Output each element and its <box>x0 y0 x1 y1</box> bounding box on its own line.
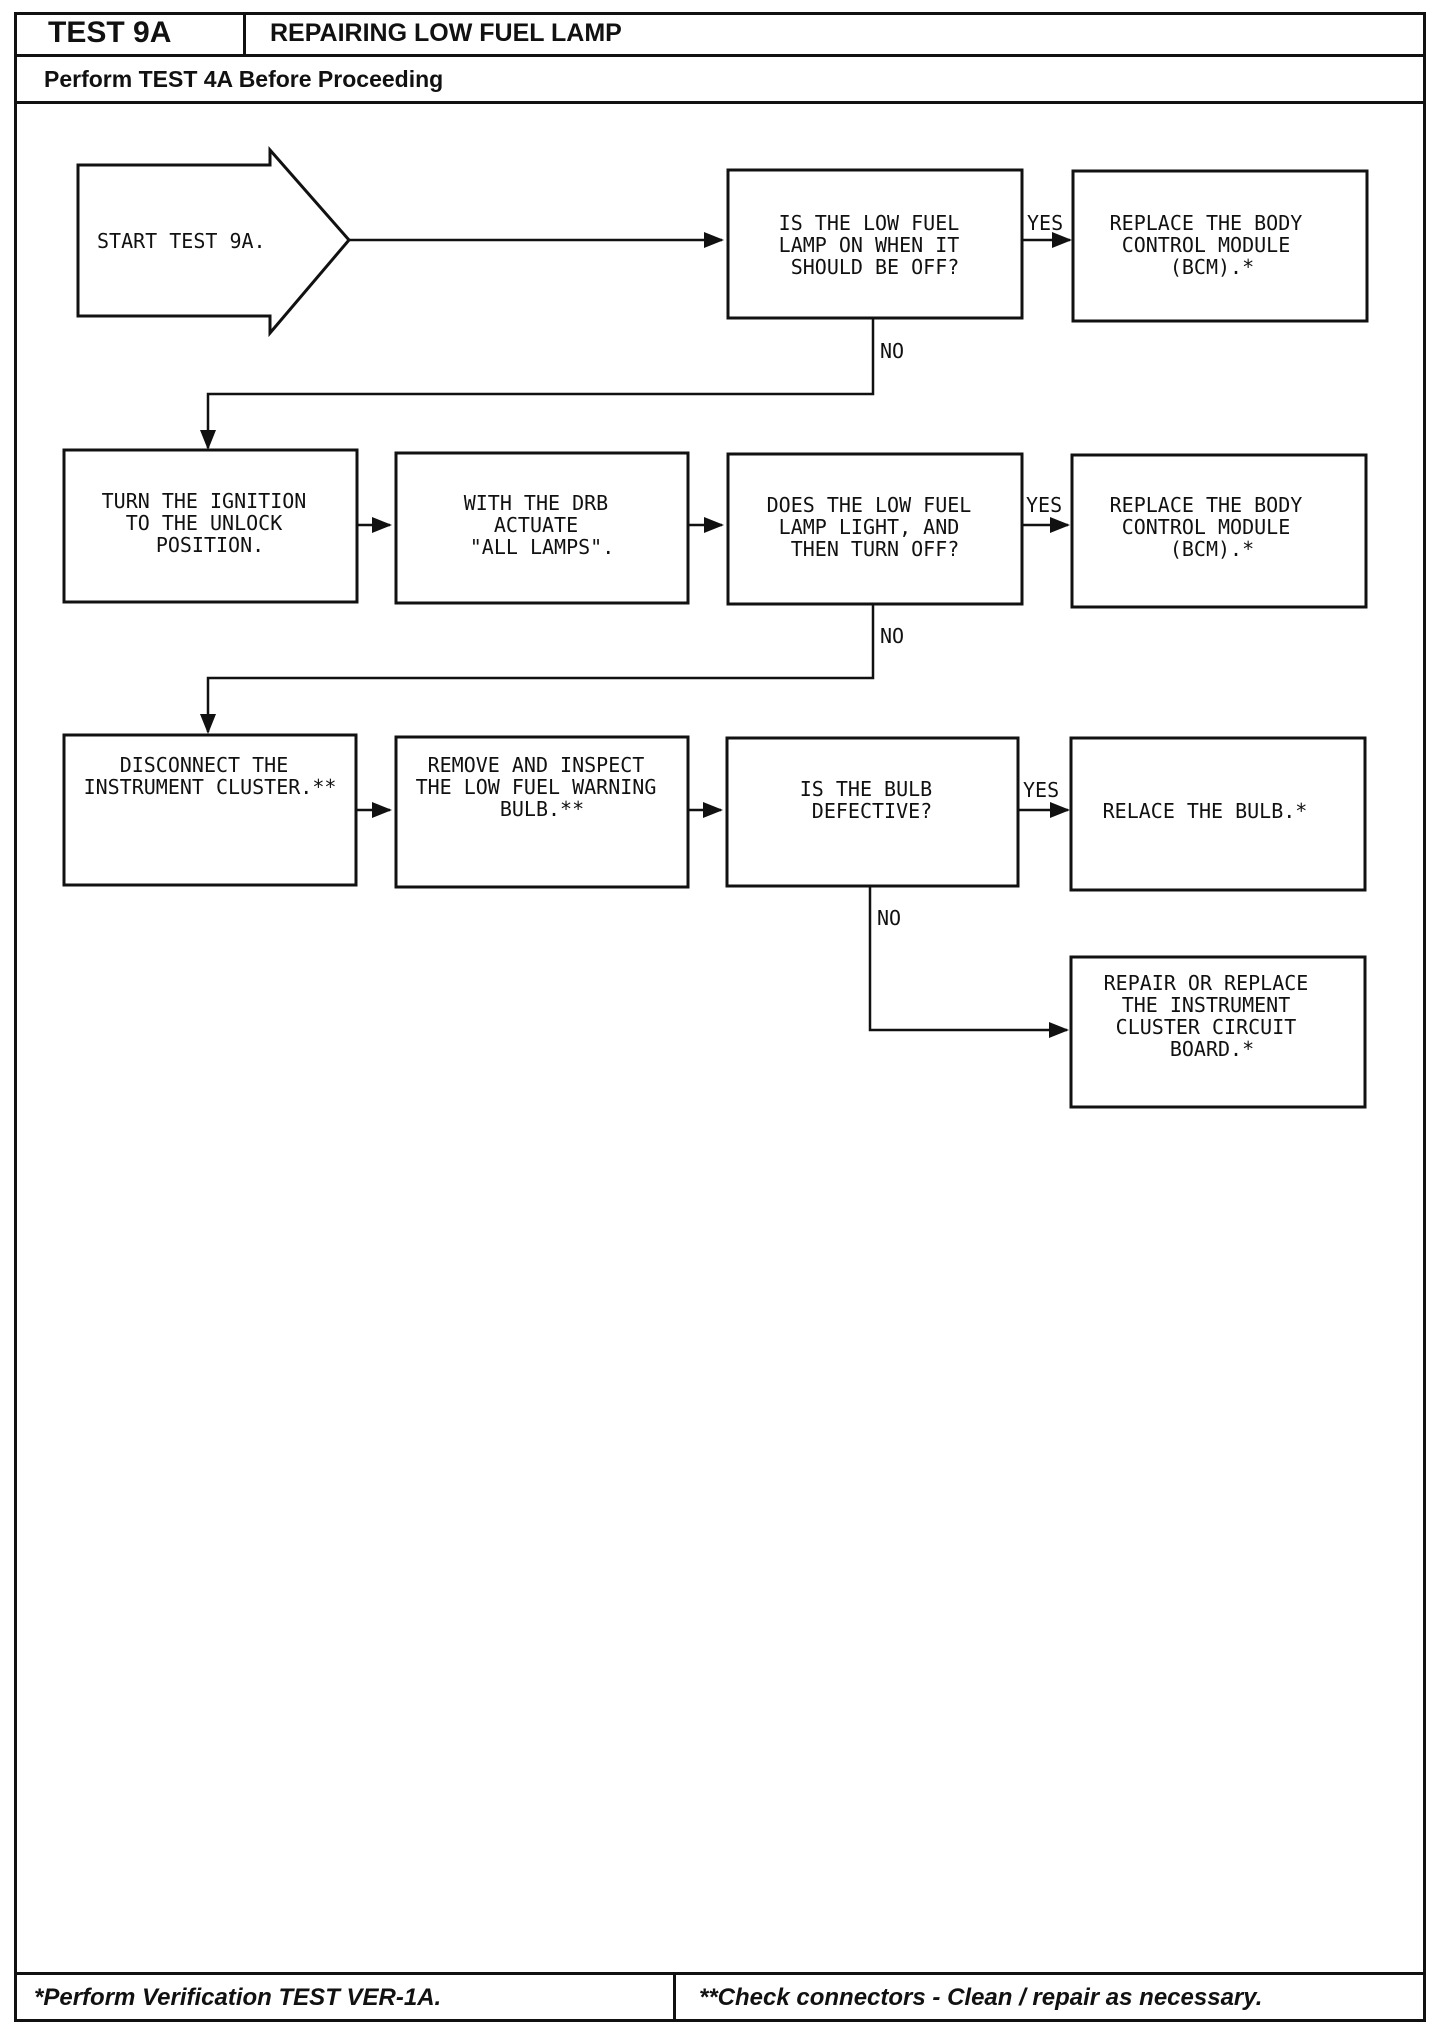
r2-box <box>1070 453 1368 609</box>
footer-verification-note: *Perform Verification TEST VER-1A. <box>34 1984 442 2011</box>
s3-box <box>62 733 358 887</box>
footer-divider <box>673 1975 676 2022</box>
start-arrow-shape <box>76 146 351 338</box>
r4-box <box>1069 955 1367 1109</box>
arrow-q1-no <box>200 318 875 450</box>
page-title: REPAIRING LOW FUEL LAMP <box>246 12 1426 57</box>
r3-text: RELACE THE BULB.* <box>1103 799 1308 823</box>
q1-yes-label: YES <box>1027 211 1063 235</box>
q3-yes-label: YES <box>1023 778 1059 802</box>
r2-text: REPLACE THE BODY CONTROL MODULE (BCM).* <box>1110 493 1315 561</box>
q3-no-label: NO <box>877 906 901 930</box>
footer: *Perform Verification TEST VER-1A. **Che… <box>14 1972 1426 2022</box>
arrow-q3-no <box>868 886 1069 1038</box>
q2-box <box>726 452 1024 606</box>
q3-box <box>725 736 1020 888</box>
page-frame <box>14 12 1426 2022</box>
prerequisite-note: Perform TEST 4A Before Proceeding <box>14 57 1426 104</box>
r1-text: REPLACE THE BODY CONTROL MODULE (BCM).* <box>1110 211 1315 279</box>
footer-connector-note: **Check connectors - Clean / repair as n… <box>699 1984 1263 2011</box>
q2-no-label: NO <box>880 624 904 648</box>
q1-no-label: NO <box>880 339 904 363</box>
s3-text: DISCONNECT THE INSTRUMENT CLUSTER.** <box>84 753 337 799</box>
q3-text: IS THE BULB DEFECTIVE? <box>800 777 945 823</box>
s1-box <box>62 448 359 604</box>
q1-box <box>726 168 1024 320</box>
r3-box <box>1069 736 1367 892</box>
s1-text: TURN THE IGNITION TO THE UNLOCK POSITION… <box>102 489 319 557</box>
s4-box <box>394 735 690 889</box>
test-id: TEST 9A <box>14 12 246 57</box>
s2-text: WITH THE DRB ACTUATE "ALL LAMPS". <box>464 491 621 559</box>
arrow-q2-no <box>200 603 875 734</box>
s4-text: REMOVE AND INSPECT THE LOW FUEL WARNING … <box>416 753 669 821</box>
q2-yes-label: YES <box>1026 493 1062 517</box>
r4-text: REPAIR OR REPLACE THE INSTRUMENT CLUSTER… <box>1104 971 1321 1061</box>
start-label: START TEST 9A. <box>97 229 266 253</box>
q1-text: IS THE LOW FUEL LAMP ON WHEN IT SHOULD B… <box>779 211 972 279</box>
r1-box <box>1071 169 1369 323</box>
s2-box <box>394 451 690 605</box>
q2-text: DOES THE LOW FUEL LAMP LIGHT, AND THEN T… <box>767 493 984 561</box>
